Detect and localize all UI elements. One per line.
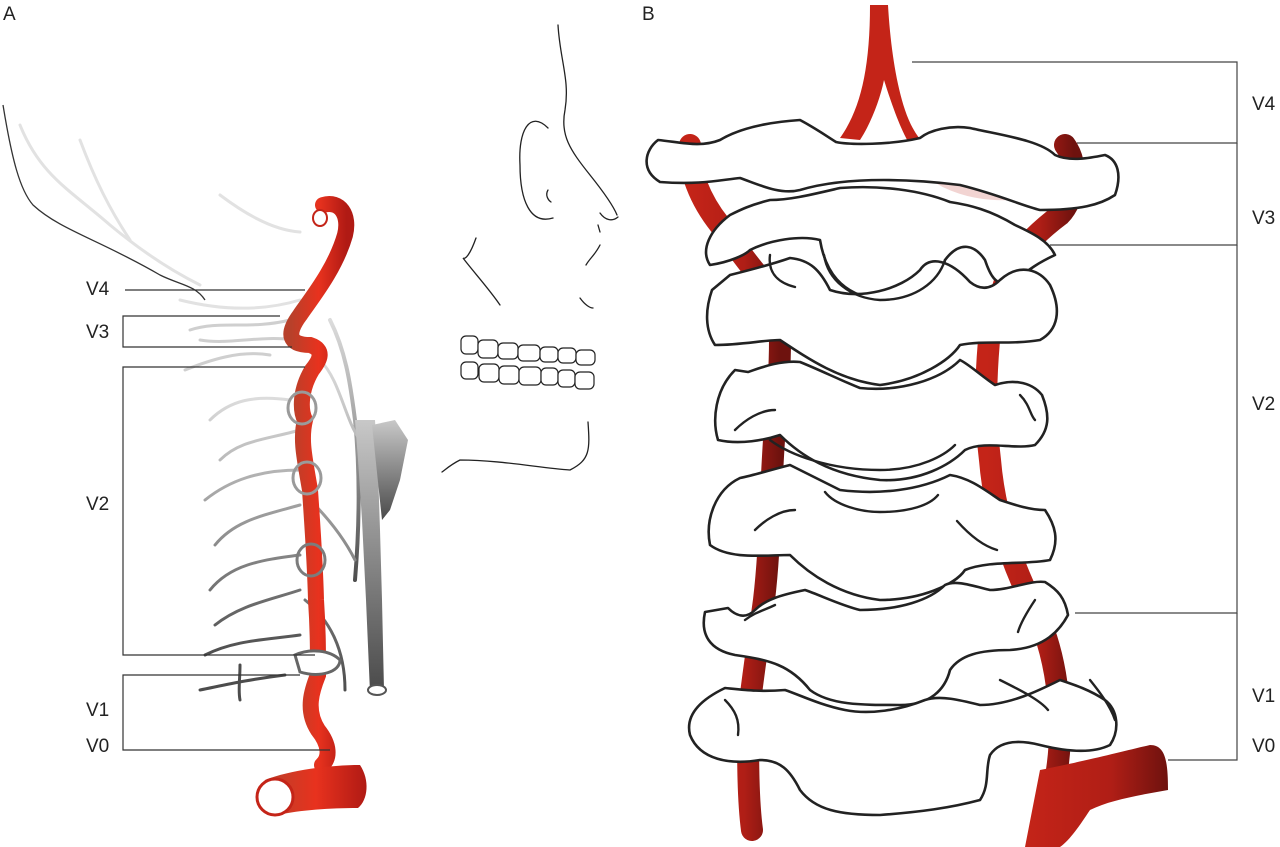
panel-b-label-v0: V0: [1252, 736, 1276, 757]
panel-b-anterior-view: [645, 5, 1238, 847]
vertebra-c7: [687, 678, 1118, 817]
vertebra-c3: [705, 256, 1059, 387]
panel-a-label-v3: V3: [86, 322, 110, 343]
panel-a-lateral-view: [2, 24, 619, 817]
panel-b-label-v1: V1: [1252, 686, 1276, 707]
panel-b-label-v2: V2: [1252, 394, 1276, 415]
panel-a-letter: A: [3, 4, 16, 25]
panel-b-label-v3: V3: [1252, 208, 1276, 229]
panel-b-leader-lines: [912, 61, 1238, 761]
panel-b-subclavian-artery: [1025, 745, 1168, 847]
vertebra-c5: [707, 463, 1057, 602]
panel-a-label-v1: V1: [86, 700, 110, 721]
teeth: [460, 335, 596, 390]
vertebra-c6: [702, 580, 1070, 707]
vertebra-c1-atlas: [645, 118, 1120, 212]
panel-a-label-v2: V2: [86, 494, 110, 515]
jugular-vein: [355, 420, 384, 692]
vertebra-c4: [713, 358, 1049, 482]
skull-outline: [2, 104, 206, 301]
panel-a-leader-lines: [122, 289, 330, 751]
panel-a-label-v0: V0: [86, 736, 110, 757]
panel-b-label-v4: V4: [1252, 94, 1276, 115]
panel-b-letter: B: [642, 4, 655, 25]
ear-outline: [519, 120, 554, 220]
panel-a-label-v4: V4: [86, 279, 110, 300]
basilar-artery: [840, 5, 935, 152]
face-forehead-nose: [557, 24, 618, 216]
vertebra-c2-axis: [704, 185, 1057, 302]
